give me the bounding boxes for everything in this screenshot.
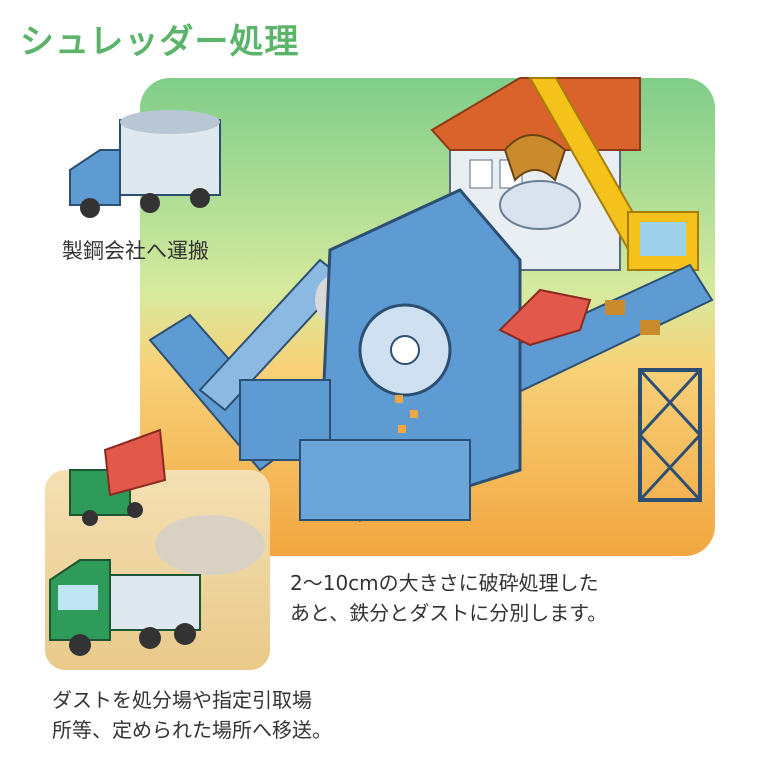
caption-dust-line-2: 所等、定められた場所へ移送。 — [52, 718, 332, 742]
shredder-machine — [239, 188, 522, 522]
page-title: シュレッダー処理 — [20, 22, 300, 62]
truck-red — [69, 428, 167, 526]
caption-dust-line-1: ダストを処分場や指定引取場 — [52, 688, 312, 712]
crane — [499, 77, 699, 272]
truck-green — [49, 559, 201, 656]
caption-crush-line-2: あと、鉄分とダストに分別します。 — [290, 601, 608, 625]
caption-haul-to-steel: 製鋼会社へ運搬 — [62, 239, 209, 263]
caption-crush-process: 2〜10cmの大きさに破砕処理した あと、鉄分とダストに分別します。 — [290, 568, 730, 628]
caption-crush-line-1: 2〜10cmの大きさに破砕処理した — [290, 571, 599, 595]
truck-steel — [69, 110, 221, 218]
scrap-pieces — [498, 288, 660, 347]
support-tower — [638, 368, 702, 502]
caption-dust-transfer: ダストを処分場や指定引取場 所等、定められた場所へ移送。 — [52, 685, 452, 745]
